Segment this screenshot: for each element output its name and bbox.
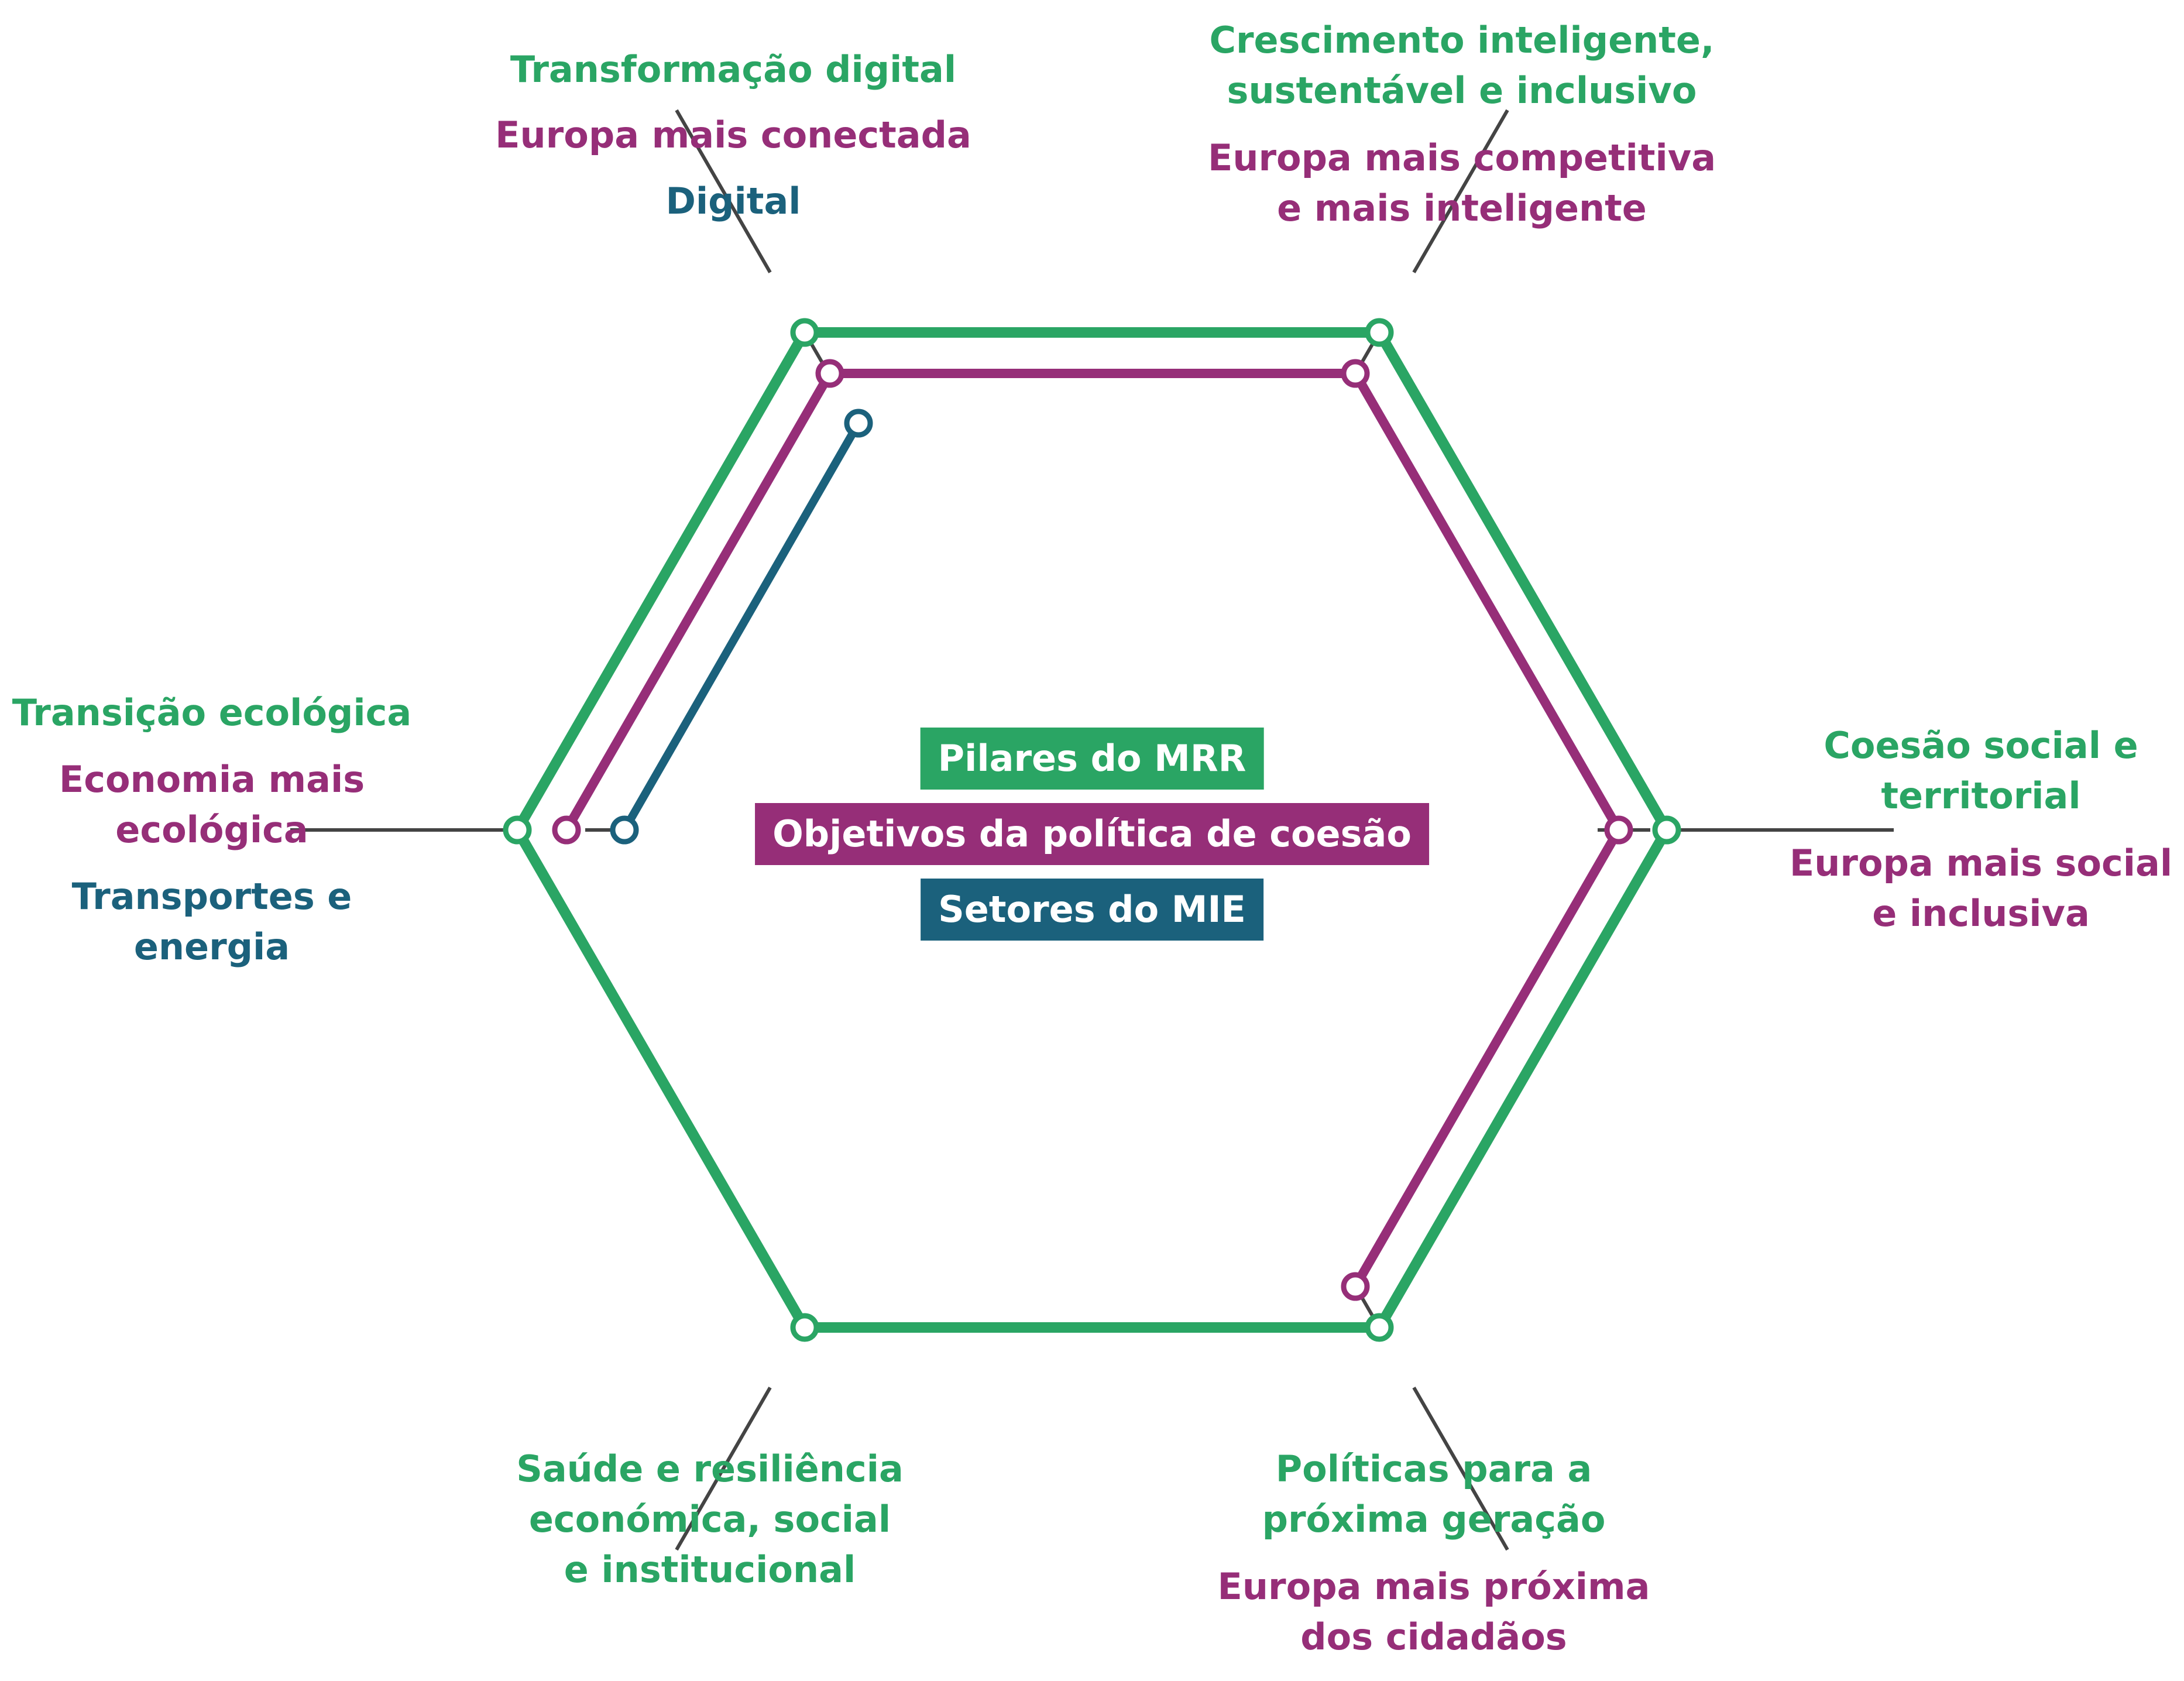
cohesion-green-label-2: territorial: [1881, 774, 2081, 817]
nextgen-green-label-1: Políticas para a: [1275, 1447, 1592, 1490]
teal-node-digital: [844, 409, 873, 438]
growth-purple-label-2: e mais inteligente: [1277, 187, 1647, 229]
purple-node-ecological: [552, 815, 581, 845]
purple-node-nextgen: [1341, 1272, 1370, 1301]
ecological-green-label: Transição ecológica: [12, 691, 412, 734]
legend-cef-sectors: Setores do MIE: [921, 879, 1263, 941]
legend-pillars: Pilares do MRR: [920, 728, 1264, 790]
purple-node-growth: [1341, 359, 1370, 388]
health-green-label-2: económica, social: [528, 1498, 891, 1541]
legend-cohesion-objectives: Objetivos da política de coesão: [755, 803, 1429, 865]
axis-spoke-nextgen: [1412, 1387, 1509, 1551]
green-node-ecological: [503, 815, 532, 845]
teal-node-ecological: [610, 815, 639, 845]
health-green-label-3: e institucional: [564, 1548, 856, 1591]
axis-spoke-digital: [675, 109, 772, 273]
nextgen-green-label-2: próxima geração: [1262, 1498, 1606, 1541]
ecological-purple-label-2: ecológica: [115, 808, 308, 851]
nextgen-purple-label-1: Europa mais próxima: [1217, 1565, 1650, 1608]
ecological-teal-label-1: Transportes e: [71, 875, 352, 918]
axis-spoke-growth: [1412, 109, 1509, 273]
axis-spoke-health: [675, 1387, 772, 1551]
nextgen-purple-label-2: dos cidadãos: [1300, 1615, 1567, 1658]
growth-green-label-2: sustentável e inclusivo: [1227, 69, 1697, 112]
green-node-health: [790, 1313, 819, 1342]
ecological-purple-label-1: Economia mais: [59, 758, 365, 801]
growth-green-label-1: Crescimento inteligente,: [1209, 19, 1715, 61]
green-node-nextgen: [1365, 1313, 1394, 1342]
growth-purple-label-1: Europa mais competitiva: [1207, 136, 1716, 179]
cohesion-purple-label-1: Europa mais social: [1789, 842, 2173, 884]
green-node-cohesion: [1652, 815, 1681, 845]
green-node-digital: [790, 318, 819, 347]
ecological-teal-label-2: energia: [133, 925, 290, 968]
purple-node-digital: [815, 359, 844, 388]
cohesion-purple-label-2: e inclusiva: [1872, 892, 2090, 935]
purple-node-cohesion: [1604, 815, 1633, 845]
cohesion-green-label-1: Coesão social e: [1824, 724, 2138, 767]
digital-purple-label: Europa mais conectada: [495, 114, 971, 156]
green-node-growth: [1365, 318, 1394, 347]
digital-teal-label: Digital: [665, 180, 801, 222]
teal-cef-path: [620, 421, 863, 832]
health-green-label-1: Saúde e resiliência: [516, 1447, 904, 1490]
node-markers: [503, 318, 1681, 1342]
digital-green-label: Transformação digital: [510, 48, 957, 91]
